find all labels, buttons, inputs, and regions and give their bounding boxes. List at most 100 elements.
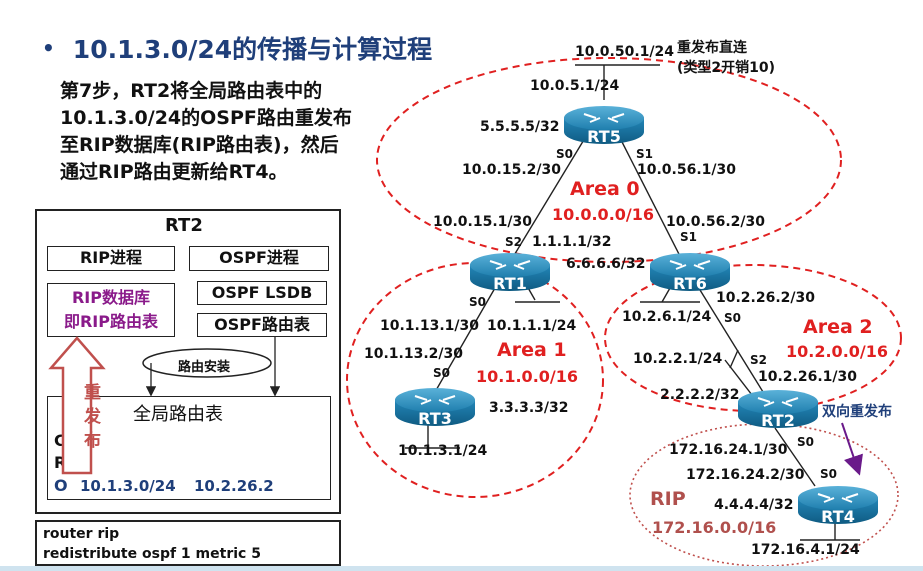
rt3-id: 3.3.3.3/32 bbox=[489, 400, 569, 416]
rt1-s0-ip: 10.1.13.1/30 bbox=[380, 318, 479, 334]
link-rt5-rt1 bbox=[509, 137, 586, 263]
rt2-id: 2.2.2.2/32 bbox=[660, 387, 740, 403]
router-rt5[interactable]: RT5 bbox=[564, 106, 644, 146]
router-rt6[interactable]: RT6 bbox=[650, 253, 730, 293]
area2-name: Area 2 bbox=[803, 316, 873, 338]
route-install-ellipse bbox=[142, 348, 272, 378]
area1-name: Area 1 bbox=[497, 339, 567, 361]
rt3-lan: 10.1.3.1/24 bbox=[398, 443, 488, 459]
page-title: • 10.1.3.0/24的传播与计算过程 bbox=[42, 30, 432, 66]
area0-net: 10.0.0.0/16 bbox=[552, 205, 654, 224]
rt5-s0: S0 bbox=[556, 147, 573, 161]
router-rt4-label: RT4 bbox=[821, 507, 855, 526]
rt5-s1-ip: 10.0.56.1/30 bbox=[637, 162, 736, 178]
rt5-note1: 重发布直连 bbox=[677, 39, 748, 56]
rt3-s0-ip: 10.1.13.2/30 bbox=[364, 346, 463, 362]
rt6-id: 6.6.6.6/32 bbox=[566, 256, 646, 272]
panel-arrows bbox=[48, 336, 281, 475]
step-line: 10.1.3.0/24的OSPF路由重发布 bbox=[60, 107, 352, 129]
rip-name: RIP bbox=[650, 488, 686, 510]
code-o: O bbox=[54, 476, 68, 495]
ospf-process-box: OSPF进程 bbox=[189, 246, 329, 271]
lan-rt2-tick bbox=[729, 349, 739, 369]
rt2-panel: RT2 RIP进程 OSPF进程 RIP数据库 即RIP路由表 OSPF LSD… bbox=[35, 209, 341, 514]
redistribute-char: 布 bbox=[84, 431, 101, 451]
rt6-lan: 10.2.6.1/24 bbox=[622, 309, 712, 325]
ospf-route-table-box: OSPF路由表 bbox=[197, 313, 327, 337]
router-rt3-label: RT3 bbox=[418, 409, 452, 428]
router-rt2[interactable]: RT2 bbox=[738, 390, 818, 430]
rt5-note2: (类型2开销10) bbox=[677, 59, 775, 76]
rt1-s2-ip: 10.0.15.1/30 bbox=[433, 214, 532, 230]
rt1-s2: S2 bbox=[505, 235, 522, 249]
rt6-s1: S1 bbox=[680, 230, 697, 244]
rt2-s0-ip: 172.16.24.1/30 bbox=[669, 442, 788, 458]
rt2-lan: 10.2.2.1/24 bbox=[633, 351, 723, 367]
rip-ellipse bbox=[629, 423, 899, 567]
rt5-s0-ip: 10.0.15.2/30 bbox=[462, 162, 561, 178]
router-rt6-label: RT6 bbox=[673, 274, 707, 293]
rt5-s1: S1 bbox=[636, 147, 653, 161]
rip-database-box: RIP数据库 即RIP路由表 bbox=[47, 283, 175, 337]
link-rt2-rt4 bbox=[774, 427, 816, 487]
link-rt6-rt2 bbox=[699, 289, 769, 401]
config-line: router rip bbox=[43, 526, 120, 542]
rip-process-box: RIP进程 bbox=[47, 246, 175, 271]
rt3-s0: S0 bbox=[433, 366, 450, 380]
rt2-s2-ip: 10.2.26.1/30 bbox=[758, 369, 857, 385]
lan-rt6 bbox=[661, 287, 671, 303]
code-c: C bbox=[54, 431, 66, 450]
rt4-s0: S0 bbox=[820, 467, 837, 481]
router-rt2-label: RT2 bbox=[761, 411, 795, 430]
router-rt4[interactable]: RT4 bbox=[798, 486, 878, 526]
step-description: 第7步，RT2将全局路由表中的 10.1.3.0/24的OSPF路由重发布 至R… bbox=[60, 78, 390, 186]
bullet-icon: • bbox=[42, 36, 55, 60]
link-rt5-rt6 bbox=[619, 137, 684, 263]
rt1-s0: S0 bbox=[469, 295, 486, 309]
lan-rt2 bbox=[724, 359, 753, 396]
rt2-panel-title: RT2 bbox=[165, 215, 203, 236]
rt1-id: 1.1.1.1/32 bbox=[532, 234, 612, 250]
rip-db-line: 即RIP路由表 bbox=[63, 312, 158, 331]
bidirectional-arrow bbox=[841, 422, 863, 476]
route-install-label: 路由安装 bbox=[178, 360, 231, 375]
title-text: 10.1.3.0/24的传播与计算过程 bbox=[72, 35, 433, 64]
area2-ellipse bbox=[604, 264, 902, 412]
redistribute-char: 发 bbox=[84, 407, 101, 427]
rt4-id: 4.4.4.4/32 bbox=[714, 497, 794, 513]
o-route-nexthop: 10.2.26.2 bbox=[194, 477, 274, 495]
rt5-lan: 10.0.5.1/24 bbox=[530, 78, 620, 94]
router-rt5-label: RT5 bbox=[587, 127, 621, 146]
rip-db-line: RIP数据库 bbox=[71, 288, 150, 307]
area2-net: 10.2.0.0/16 bbox=[786, 342, 888, 361]
rt1-lan: 10.1.1.1/24 bbox=[487, 318, 577, 334]
router-rt1-label: RT1 bbox=[493, 274, 527, 293]
area0-ellipse bbox=[376, 57, 842, 263]
config-box: router rip redistribute ospf 1 metric 5 bbox=[35, 520, 341, 566]
link-rt1-rt3 bbox=[434, 287, 496, 393]
rt4-s0-ip: 172.16.24.2/30 bbox=[686, 467, 805, 483]
rip-net: 172.16.0.0/16 bbox=[652, 518, 776, 537]
o-route-prefix: 10.1.3.0/24 bbox=[80, 477, 176, 495]
bottom-bar bbox=[0, 566, 923, 571]
config-line: redistribute ospf 1 metric 5 bbox=[43, 546, 261, 562]
redistribute-label: 重 发 布 bbox=[84, 381, 101, 453]
rt6-s0: S0 bbox=[724, 311, 741, 325]
rt4-lan: 172.16.4.1/24 bbox=[751, 542, 860, 558]
step-line: 至RIP数据库(RIP路由表)，然后 bbox=[60, 134, 339, 156]
router-rt1[interactable]: RT1 bbox=[470, 253, 550, 293]
global-route-table: 全局路由表 C R O 10.1.3.0/24 10.2.26.2 bbox=[47, 396, 331, 500]
step-line: 第7步，RT2将全局路由表中的 bbox=[60, 80, 323, 102]
router-rt3[interactable]: RT3 bbox=[395, 388, 475, 428]
rt6-s1-ip: 10.0.56.2/30 bbox=[666, 214, 765, 230]
rt2-s0: S0 bbox=[797, 435, 814, 449]
redistribute-arrow bbox=[48, 336, 106, 475]
rt5-id: 5.5.5.5/32 bbox=[480, 119, 560, 135]
rt2-s2: S2 bbox=[750, 353, 767, 367]
links bbox=[405, 64, 860, 541]
rt6-s0-ip: 10.2.26.2/30 bbox=[716, 290, 815, 306]
area1-net: 10.1.0.0/16 bbox=[476, 367, 578, 386]
ospf-lsdb-box: OSPF LSDB bbox=[197, 281, 327, 305]
bidirectional-label: 双向重发布 bbox=[822, 403, 892, 420]
